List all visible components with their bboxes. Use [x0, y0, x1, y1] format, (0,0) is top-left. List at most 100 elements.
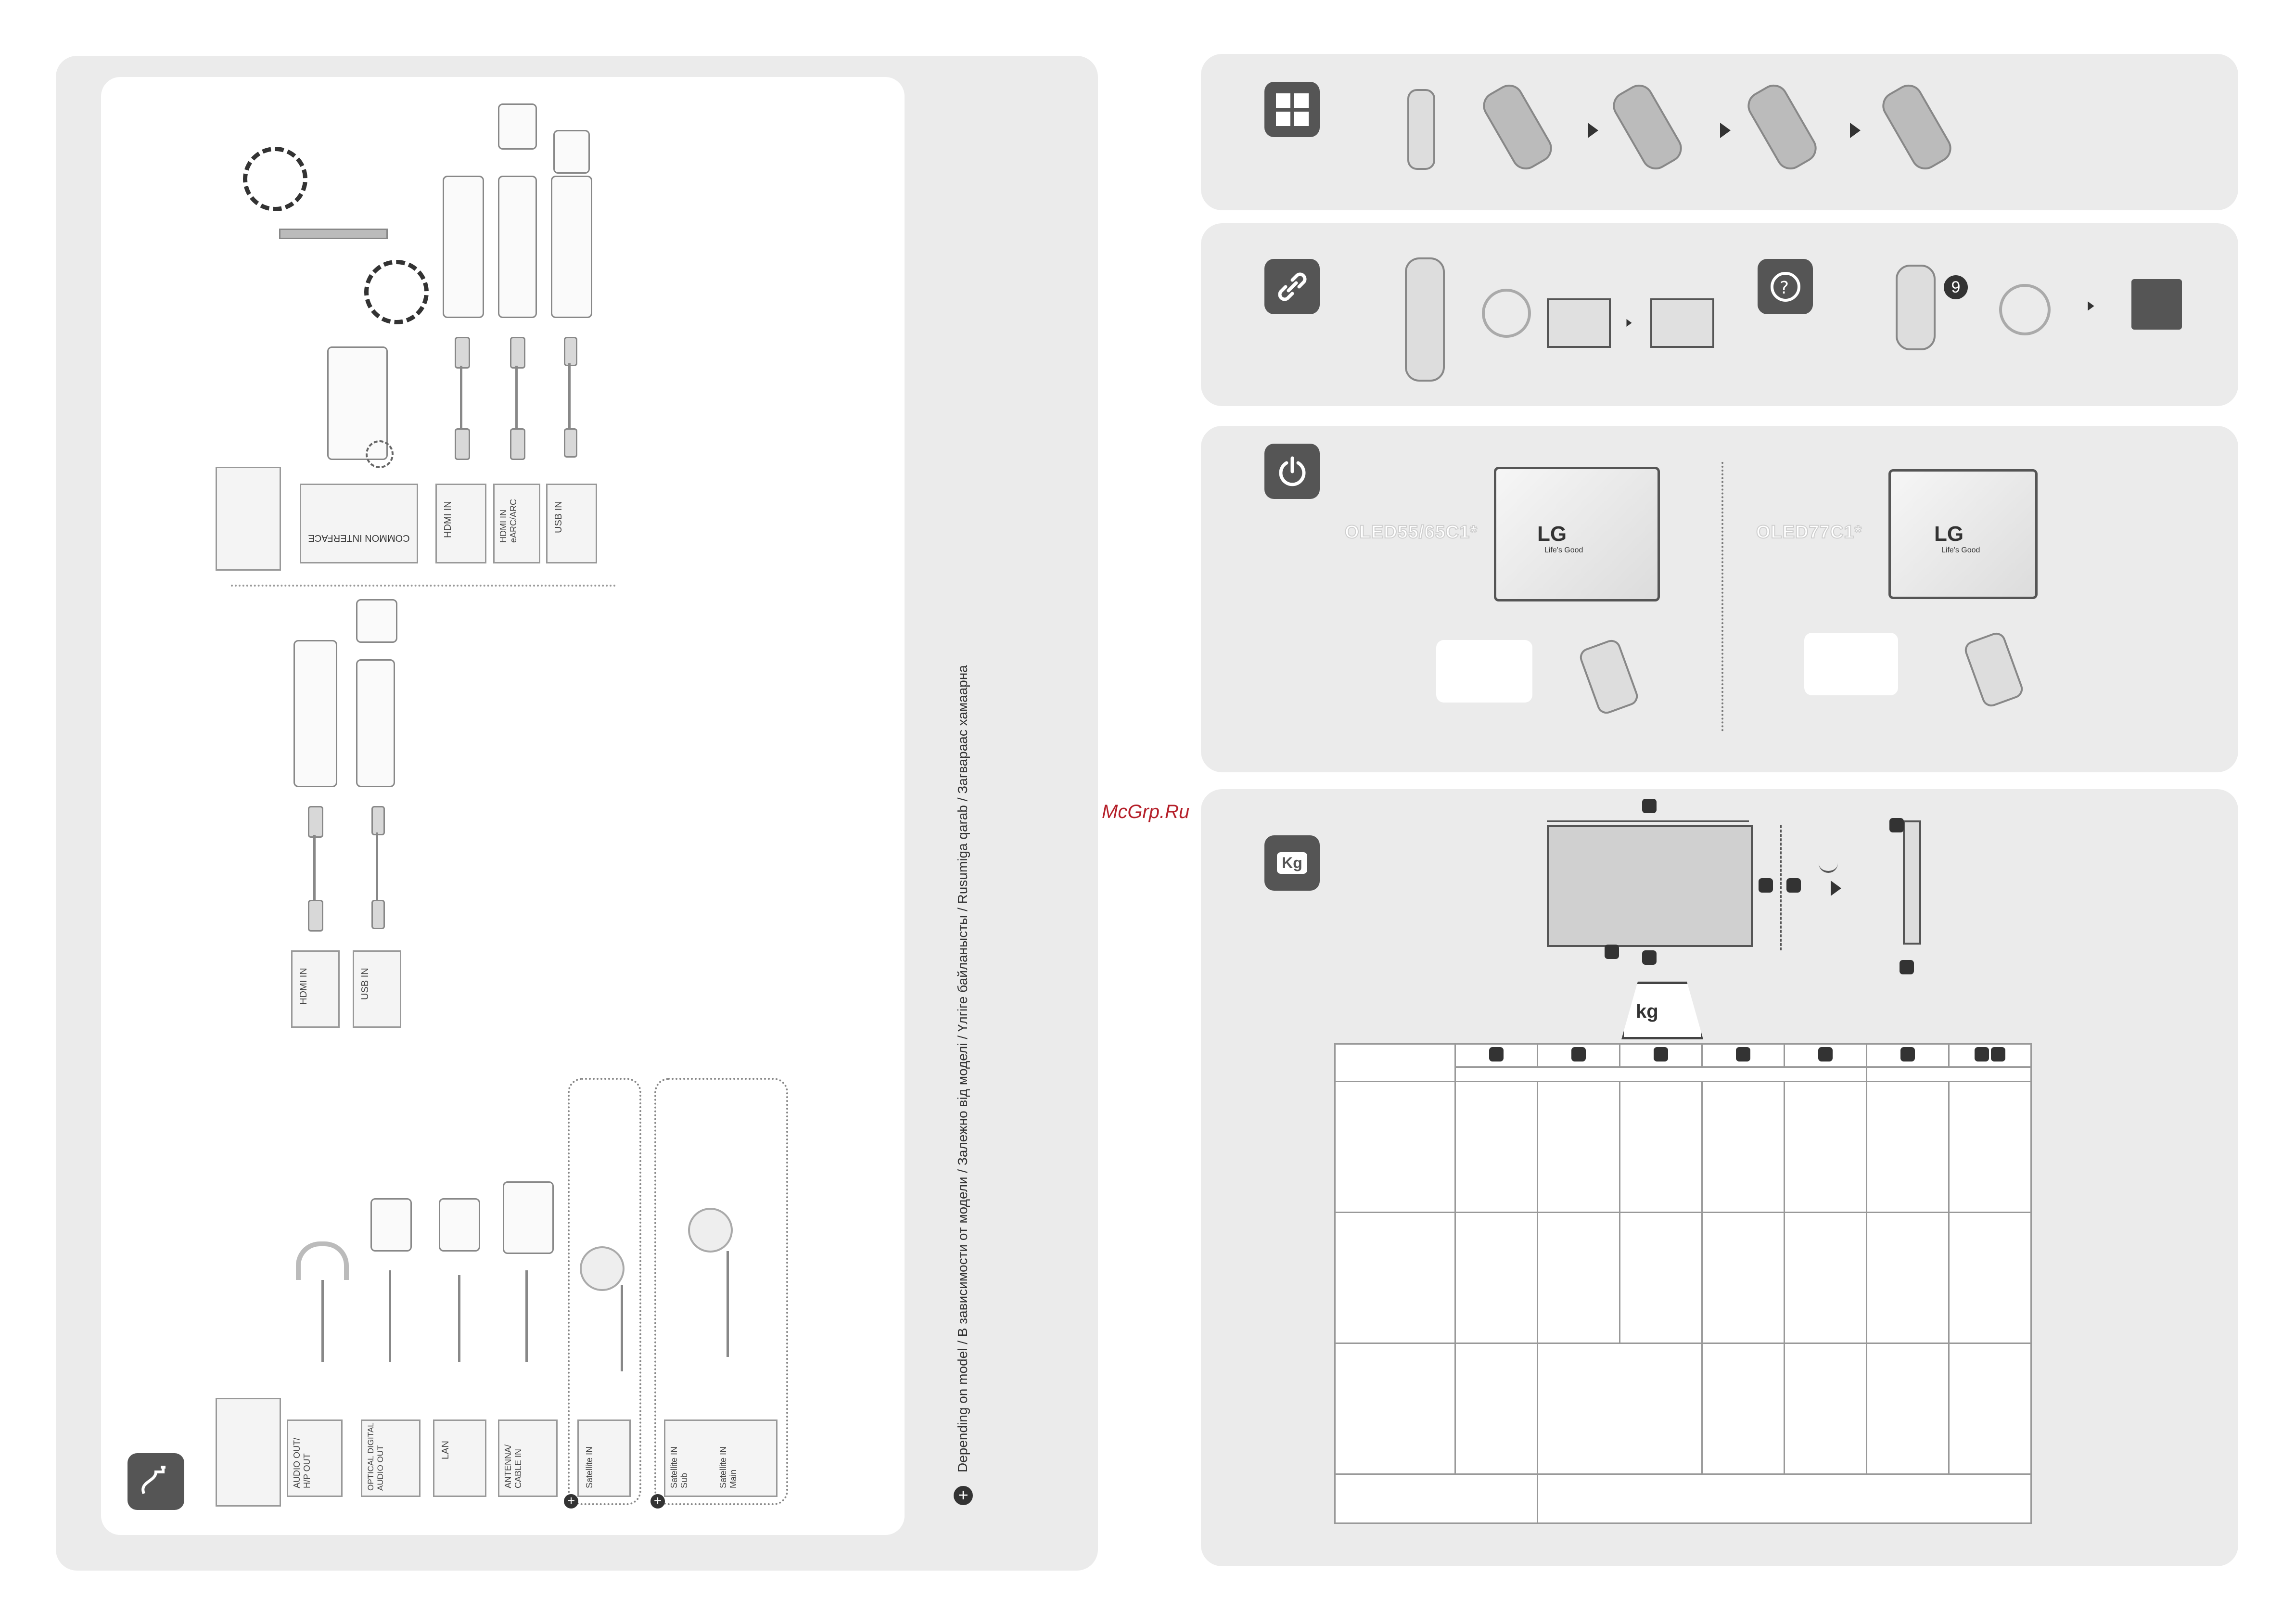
- lg-logo-b: LG: [1934, 522, 1964, 546]
- col-marker-2: [1571, 1047, 1586, 1061]
- col-marker-7b: [1990, 1047, 2005, 1061]
- dashed-circle-top: [243, 147, 307, 211]
- step-arrow-2: [1720, 123, 1731, 138]
- model-label-b: OLED77C1*: [1756, 522, 1862, 543]
- spec-table: [1334, 1043, 2032, 1524]
- remote-front: [1407, 89, 1435, 170]
- tv-side-view: [1903, 820, 1921, 945]
- usb-plug-m-a: [371, 806, 385, 835]
- lan-cable: [458, 1275, 460, 1362]
- tv-dimension-front: [1547, 825, 1753, 947]
- port-antenna-label: ANTENNA/ CABLE IN: [503, 1444, 523, 1488]
- hdmi-cable-m: [313, 835, 316, 900]
- pairing-panel: [1201, 223, 2238, 406]
- usb-stick-top: [553, 130, 590, 174]
- device-usb-middle: [356, 659, 395, 787]
- plus-icon-1: +: [564, 1494, 578, 1509]
- dim-width-marker: [1642, 799, 1657, 813]
- side-view-arrow: [1831, 881, 1841, 896]
- height-dimension-line: [1780, 825, 1782, 950]
- usb-stick-middle: [356, 599, 397, 643]
- col-marker-6: [1900, 1047, 1915, 1061]
- support-agent-icon: [2131, 279, 2182, 330]
- col-marker-1: [1489, 1047, 1504, 1061]
- hdmi-plug-m-a: [308, 806, 323, 838]
- pairing-arrow: [1626, 319, 1632, 327]
- port-audio-out: AUDIO OUT/ H/P OUT: [287, 1419, 343, 1497]
- col-marker-4: [1735, 1047, 1750, 1061]
- connections-diagram: [101, 77, 905, 1535]
- model-label-a: OLED55/65C1*: [1344, 522, 1478, 543]
- hdmi-cable-2: [515, 366, 518, 428]
- satellite-group-single: [568, 1078, 641, 1505]
- battery-icon: [1264, 82, 1320, 137]
- power-button-closeup-a: [1436, 640, 1532, 703]
- satellite-dish-2: [688, 1208, 733, 1253]
- usb-plug-1a: [564, 337, 577, 366]
- port-satellite-dual: Satellite IN Sub Satellite IN Main: [664, 1419, 778, 1497]
- speaker-box: [498, 103, 537, 150]
- timer-icon-2: [1999, 284, 2051, 335]
- usb-plug-m-b: [371, 900, 385, 929]
- port-usb-in-middle-label: USB IN: [360, 968, 370, 1000]
- device-hdmi-2: [498, 176, 537, 318]
- scale-label: kg: [1636, 1001, 1658, 1022]
- port-hdmi-in-middle-label: HDMI IN: [298, 968, 309, 1005]
- remote-help: [1896, 265, 1936, 350]
- width-dimension-line: [1547, 820, 1749, 822]
- power-divider: [1721, 462, 1723, 731]
- dashed-circle-bottom: [364, 260, 429, 324]
- port-hdmi-in: HDMI IN: [435, 484, 486, 563]
- port-lan-label: LAN: [440, 1441, 451, 1459]
- antenna-wall-icon: [503, 1181, 554, 1254]
- usb-plug-1b: [564, 428, 577, 458]
- help-arrow: [2088, 301, 2094, 311]
- section-divider: [231, 585, 616, 587]
- dim-height-marker-1: [1759, 878, 1773, 893]
- tv-side-icon-bottom: [216, 1398, 281, 1507]
- dim-depth-marker-2: [1900, 960, 1914, 974]
- port-usb-in-middle: USB IN: [353, 950, 401, 1028]
- audio-cable: [321, 1280, 324, 1362]
- device-hdmi-middle: [293, 640, 337, 787]
- dim-base-marker-1: [1605, 945, 1619, 959]
- battery-panel: [1201, 54, 2238, 210]
- hdmi-plug-1a: [455, 337, 470, 369]
- tv-front-b: [1888, 469, 2038, 599]
- tv-side-icon-top: [216, 467, 281, 571]
- satellite-group-dual: [654, 1078, 788, 1505]
- port-common-interface-label: COMMON INTERFACE: [308, 533, 410, 543]
- dim-base-marker-2: [1642, 950, 1657, 965]
- port-optical-label: OPTICAL DIGITAL AUDIO OUT: [366, 1422, 385, 1491]
- lg-tagline-a: Life's Good: [1544, 546, 1583, 554]
- footnote-text: Depending on model / В зависимости от мо…: [955, 665, 970, 1472]
- tv-screen-on: [1650, 298, 1714, 348]
- power-button-closeup-b: [1804, 633, 1898, 695]
- rotate-arrow: [1819, 861, 1838, 873]
- step-number-badge: 9: [1944, 275, 1968, 299]
- device-usb-1: [551, 176, 592, 318]
- ci-cable: [279, 229, 388, 239]
- speaker-bottom: [370, 1198, 412, 1252]
- port-antenna: ANTENNA/ CABLE IN: [498, 1419, 558, 1497]
- tv-front-a: [1494, 467, 1660, 601]
- col-marker-3: [1653, 1047, 1668, 1061]
- port-hdmi-in-middle: HDMI IN: [291, 950, 340, 1028]
- hdmi-plug-2a: [510, 337, 525, 369]
- hdmi-plug-2b: [510, 428, 525, 460]
- port-satellite-main-label: Satellite IN Main: [718, 1446, 738, 1488]
- headphones-icon: [296, 1241, 349, 1280]
- port-satellite-sub-label: Satellite IN Sub: [669, 1446, 689, 1488]
- lg-tagline-b: Life's Good: [1941, 546, 1980, 554]
- tv-screen-off: [1547, 298, 1611, 348]
- device-hdmi-1: [443, 176, 484, 318]
- lg-logo-a: LG: [1537, 522, 1567, 546]
- power-panel: [1201, 426, 2238, 772]
- ci-card-dashed-circle: [366, 440, 394, 468]
- step-arrow-1: [1588, 123, 1598, 138]
- port-hdmi-in-earc-label: HDMI IN eARC/ARC: [498, 499, 518, 543]
- satellite-cable-1: [621, 1285, 623, 1371]
- satellite-dish-1: [580, 1246, 625, 1291]
- col-marker-5: [1818, 1047, 1833, 1061]
- dim-depth-marker-1: [1889, 818, 1904, 832]
